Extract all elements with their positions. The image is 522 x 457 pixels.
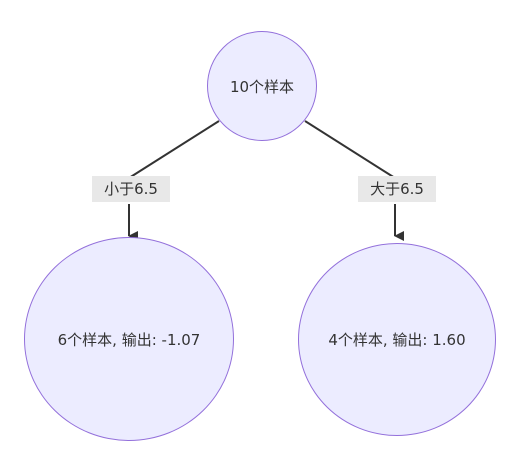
- edge-root-to-left-upper: [128, 120, 220, 179]
- root-node-label: 10个样本: [229, 77, 295, 96]
- left-leaf-node: 6个样本, 输出: -1.07: [24, 237, 234, 441]
- right-leaf-node-label: 4个样本, 输出: 1.60: [328, 331, 466, 349]
- right-branch-condition-label: 大于6.5: [358, 176, 436, 202]
- left-leaf-node-label: 6个样本, 输出: -1.07: [57, 330, 201, 349]
- left-branch-condition-label: 小于6.5: [92, 176, 170, 202]
- edge-root-to-right-upper: [304, 120, 396, 179]
- root-node: 10个样本: [207, 31, 317, 141]
- right-leaf-node: 4个样本, 输出: 1.60: [298, 243, 496, 436]
